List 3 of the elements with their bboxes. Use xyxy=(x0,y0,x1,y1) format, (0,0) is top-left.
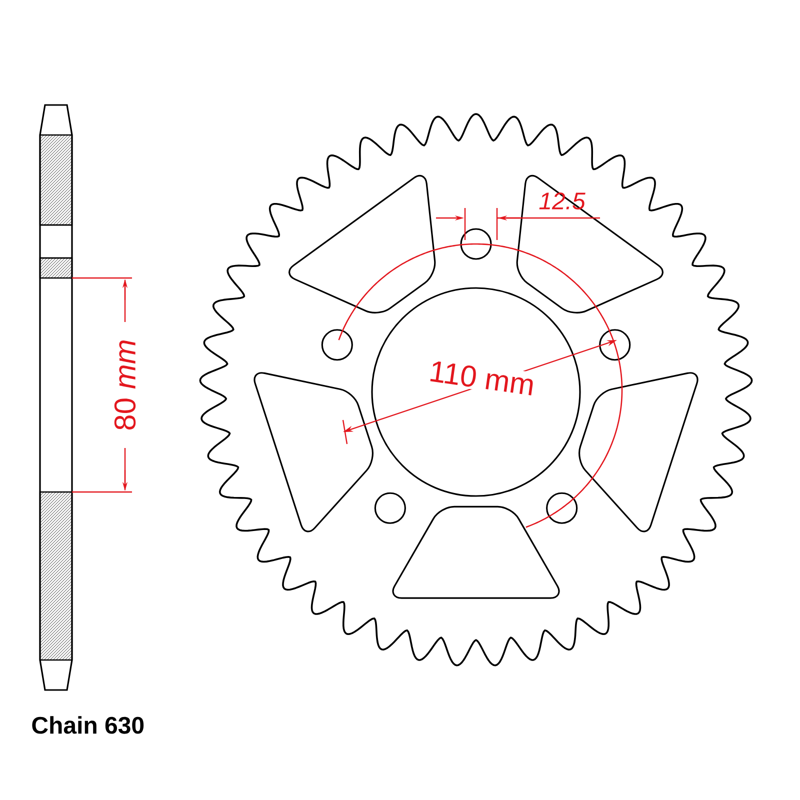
dimension-label: 110 mm xyxy=(430,362,533,396)
chain-size-label: Chain 630 xyxy=(32,716,144,734)
dimension-label: 80 mm xyxy=(114,340,136,430)
